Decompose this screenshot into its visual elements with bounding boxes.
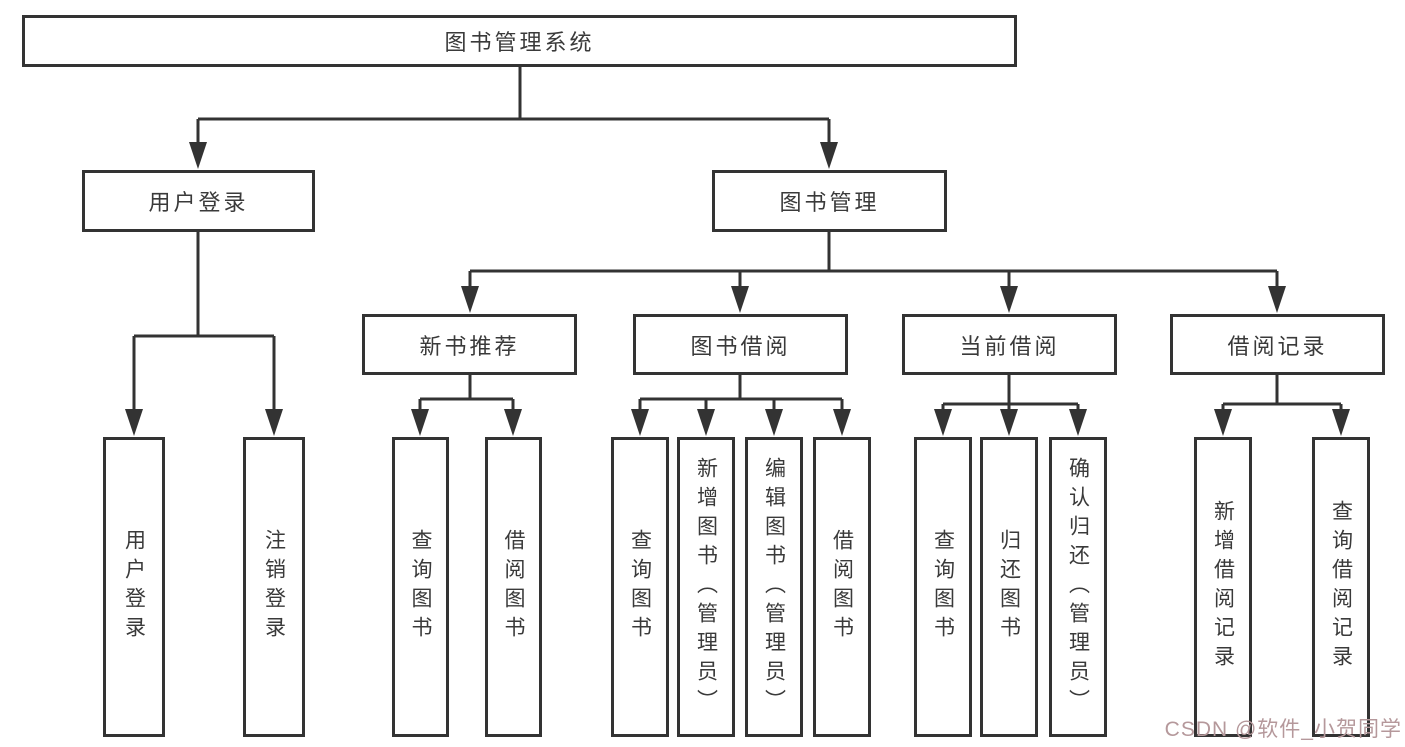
connector-root bbox=[196, 67, 831, 145]
node-label: 用户登录 bbox=[122, 529, 146, 645]
leaf-edit-book-admin: 编辑图书（管理员） bbox=[745, 437, 803, 737]
node-book-borrow: 图书借阅 bbox=[633, 314, 848, 375]
node-library-management-system: 图书管理系统 bbox=[22, 15, 1017, 67]
watermark: CSDN @软件_小贺同学 bbox=[1165, 713, 1402, 743]
node-label: 借阅图书 bbox=[502, 529, 525, 645]
node-current-borrow: 当前借阅 bbox=[902, 314, 1117, 375]
node-label: 新书推荐 bbox=[419, 333, 520, 359]
watermark-text: CSDN @软件_小贺同学 bbox=[1164, 718, 1402, 741]
node-book-management: 图书管理 bbox=[712, 170, 947, 232]
node-label: 用户登录 bbox=[148, 190, 249, 215]
connector-current-borrow bbox=[941, 375, 1080, 412]
node-label: 查询图书 bbox=[409, 529, 432, 645]
leaf-query-borrow-record: 查询借阅记录 bbox=[1312, 437, 1370, 737]
node-label: 图书借阅 bbox=[690, 333, 791, 359]
node-label: 借阅图书 bbox=[830, 529, 854, 645]
leaf-logout: 注销登录 bbox=[243, 437, 305, 737]
node-label: 查询借阅记录 bbox=[1329, 500, 1353, 674]
leaf-query-books-current: 查询图书 bbox=[914, 437, 972, 737]
node-borrow-records: 借阅记录 bbox=[1170, 314, 1385, 375]
node-new-book-recommend: 新书推荐 bbox=[362, 314, 577, 375]
connector-new-book-recommend bbox=[418, 375, 515, 412]
node-label: 当前借阅 bbox=[959, 333, 1060, 359]
node-user-login: 用户登录 bbox=[82, 170, 315, 232]
leaf-confirm-return-admin: 确认归还（管理员） bbox=[1049, 437, 1107, 737]
leaf-borrow-books: 借阅图书 bbox=[813, 437, 871, 737]
node-label: 新增借阅记录 bbox=[1211, 500, 1235, 674]
node-label: 新增图书（管理员） bbox=[694, 456, 718, 718]
leaf-return-book: 归还图书 bbox=[980, 437, 1038, 737]
node-label: 确认归还（管理员） bbox=[1066, 456, 1090, 718]
connector-book-management bbox=[468, 232, 1279, 290]
node-label: 查询图书 bbox=[931, 529, 955, 645]
leaf-borrow-books-recommend: 借阅图书 bbox=[485, 437, 542, 737]
node-label: 注销登录 bbox=[262, 529, 286, 645]
leaf-add-book-admin: 新增图书（管理员） bbox=[677, 437, 735, 737]
leaf-query-books-borrow: 查询图书 bbox=[611, 437, 669, 737]
node-label: 查询图书 bbox=[628, 529, 652, 645]
node-label: 图书管理系统 bbox=[444, 30, 595, 55]
node-label: 归还图书 bbox=[997, 529, 1021, 645]
connector-user-login bbox=[132, 232, 276, 412]
node-label: 编辑图书（管理员） bbox=[762, 456, 786, 718]
leaf-user-login: 用户登录 bbox=[103, 437, 165, 737]
leaf-query-books-recommend: 查询图书 bbox=[392, 437, 449, 737]
leaf-add-borrow-record: 新增借阅记录 bbox=[1194, 437, 1252, 737]
node-label: 图书管理 bbox=[779, 190, 880, 215]
node-label: 借阅记录 bbox=[1227, 333, 1328, 359]
connector-book-borrow bbox=[638, 375, 844, 412]
connector-borrow-records bbox=[1221, 375, 1343, 412]
